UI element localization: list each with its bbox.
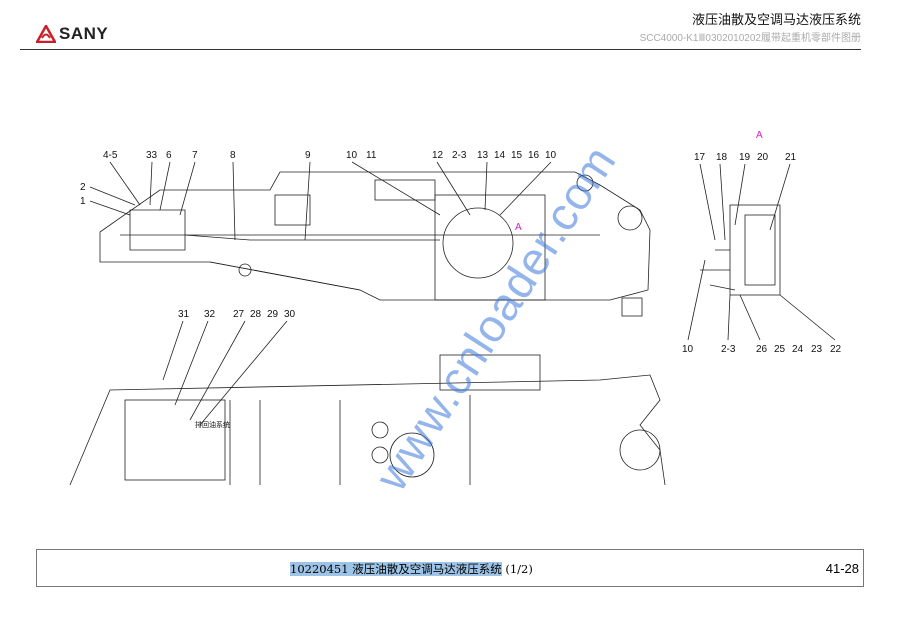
- lower-structure-view: [69, 354, 666, 486]
- view-label: A: [756, 130, 763, 141]
- callout-number: 9: [305, 150, 311, 161]
- callout-number: 31: [178, 309, 190, 320]
- callout-number: 19: [739, 152, 751, 163]
- footer-name: 液压油散及空调马达液压系统: [352, 562, 502, 576]
- footer-title: 10220451 液压油散及空调马达液压系统 (1/2): [290, 561, 533, 577]
- callout-number: 28: [250, 309, 262, 320]
- footer-title-block: 10220451 液压油散及空调马达液压系统 (1/2) 41-28: [36, 549, 864, 587]
- callout-number: 4-5: [103, 150, 118, 161]
- page-subtitle: SCC4000-K1Ⅲ0302010202履带起重机零部件图册: [639, 33, 861, 44]
- page-title: 液压油散及空调马达液压系统: [691, 12, 861, 27]
- callout-number: 33: [146, 150, 158, 161]
- callout-number: 21: [785, 152, 797, 163]
- callout-number: 25: [774, 344, 786, 355]
- callout-number: 7: [192, 150, 198, 161]
- callout-number: 14: [494, 150, 506, 161]
- callout-number: 16: [528, 150, 540, 161]
- watermark: www.cnloader.com: [364, 136, 626, 500]
- callout-number: 10: [682, 344, 694, 355]
- callout-number: 32: [204, 309, 216, 320]
- callout-number: 23: [811, 344, 823, 355]
- page-number: 41-28: [825, 561, 859, 576]
- callout-number: 6: [166, 150, 172, 161]
- view-a: [700, 204, 781, 296]
- callout-number: 27: [233, 309, 245, 320]
- footer-code: 10220451: [290, 562, 349, 576]
- callouts-bottom: 31 32 27 28 29 30 排回油系统: [162, 309, 296, 429]
- callout-number: 10: [545, 150, 557, 161]
- callout-number: 26: [756, 344, 768, 355]
- callout-number: 13: [477, 150, 489, 161]
- callout-number: 2-3: [452, 150, 467, 161]
- upper-structure-view: [99, 171, 651, 317]
- callout-number: 18: [716, 152, 728, 163]
- brand-name: SANY: [59, 24, 109, 43]
- callout-number: 2-3: [721, 344, 736, 355]
- callout-number: 17: [694, 152, 706, 163]
- sany-logo: SANY: [36, 24, 108, 44]
- callout-number: 15: [511, 150, 523, 161]
- pipe-label: 排回油系统: [195, 420, 230, 429]
- section-label: A: [515, 222, 522, 233]
- callout-number: 24: [792, 344, 804, 355]
- callout-number: 1: [80, 196, 86, 207]
- callout-number: 22: [830, 344, 842, 355]
- callout-number: 30: [284, 309, 296, 320]
- sany-logo-icon: [36, 25, 56, 43]
- header-divider: [20, 49, 861, 50]
- callout-number: 20: [757, 152, 769, 163]
- callout-number: 29: [267, 309, 279, 320]
- footer-part: (1/2): [505, 562, 533, 576]
- callout-number: 2: [80, 182, 86, 193]
- callout-number: 8: [230, 150, 236, 161]
- callout-number: 10: [346, 150, 358, 161]
- callouts-right: 17 18 19 20 21 10 2-3 26 25 24 23 22 A A: [515, 130, 842, 355]
- callout-number: 11: [366, 150, 377, 161]
- callouts-top: 4-5 33 6 7 8 9 10 11 12 2-3 13 14 15 16 …: [80, 150, 557, 241]
- callout-number: 12: [432, 150, 444, 161]
- hydraulic-drawing: www.cnloader.com 4-5 33 6 7 8 9 10 11 12…: [69, 130, 842, 500]
